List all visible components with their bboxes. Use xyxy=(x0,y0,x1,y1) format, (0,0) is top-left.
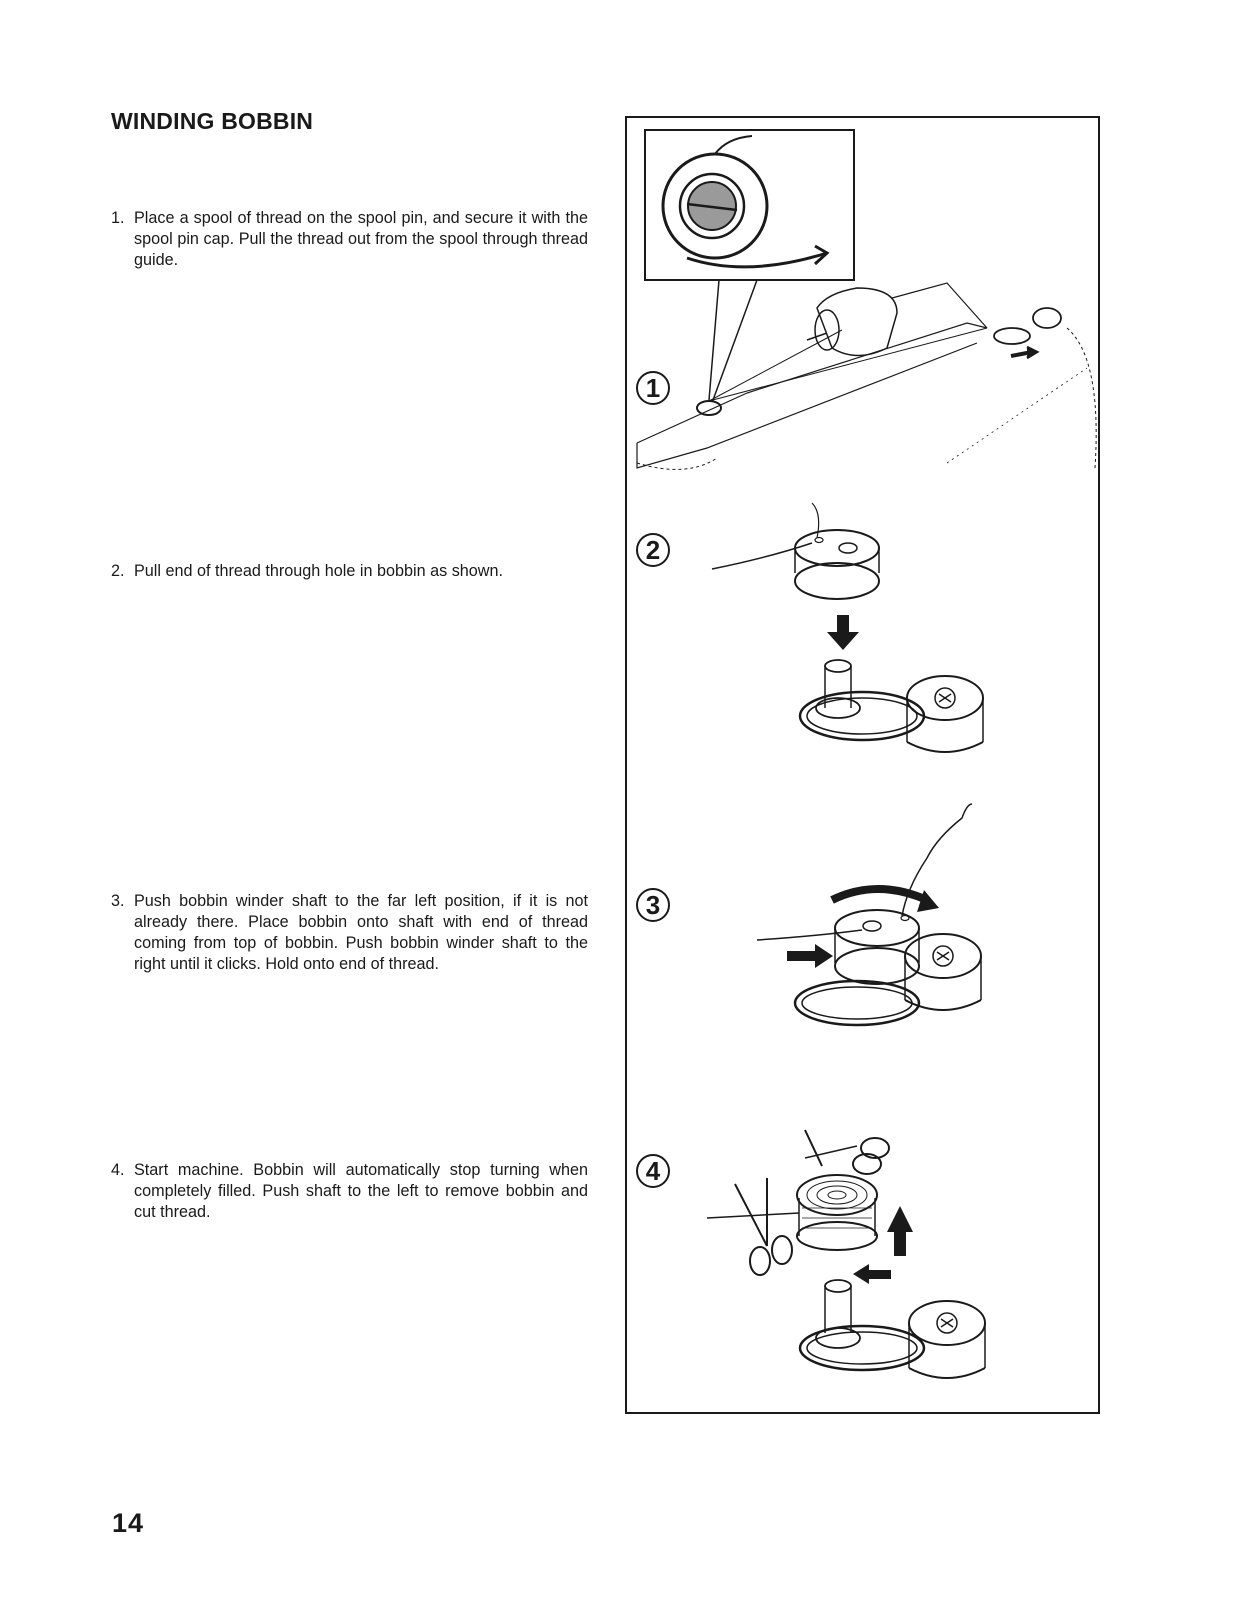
page-number: 14 xyxy=(112,1508,145,1538)
step-number: 2. xyxy=(111,562,125,580)
step-text: Place a spool of thread on the spool pin… xyxy=(134,209,588,269)
full-bobbin-illustration xyxy=(706,1129,986,1379)
step-text: Push bobbin winder shaft to the far left… xyxy=(134,892,588,973)
figure-label-4: 4 xyxy=(636,1154,670,1188)
bobbin-shaft-illustration xyxy=(711,502,984,753)
step-number: 3. xyxy=(111,892,125,910)
figure-label-2: 2 xyxy=(636,533,670,567)
step-text: Start machine. Bobbin will automatically… xyxy=(134,1161,588,1221)
step-number: 1. xyxy=(111,209,125,227)
illustration-panel: 1 2 3 4 xyxy=(625,116,1100,1414)
illustration-drawing xyxy=(636,129,1097,1379)
bobbin-winder-illustration xyxy=(756,803,982,1027)
step-4: 4. Start machine. Bobbin will automatica… xyxy=(111,1160,588,1223)
figure-label-3: 3 xyxy=(636,888,670,922)
step-3: 3. Push bobbin winder shaft to the far l… xyxy=(111,891,588,975)
step-text: Pull end of thread through hole in bobbi… xyxy=(134,562,503,580)
step-number: 4. xyxy=(111,1161,125,1179)
step-1: 1. Place a spool of thread on the spool … xyxy=(111,208,588,271)
spool-pin-illustration xyxy=(636,129,1097,470)
page-title: WINDING BOBBIN xyxy=(111,108,314,134)
step-2: 2. Pull end of thread through hole in bo… xyxy=(111,561,588,582)
figure-label-1: 1 xyxy=(636,371,670,405)
